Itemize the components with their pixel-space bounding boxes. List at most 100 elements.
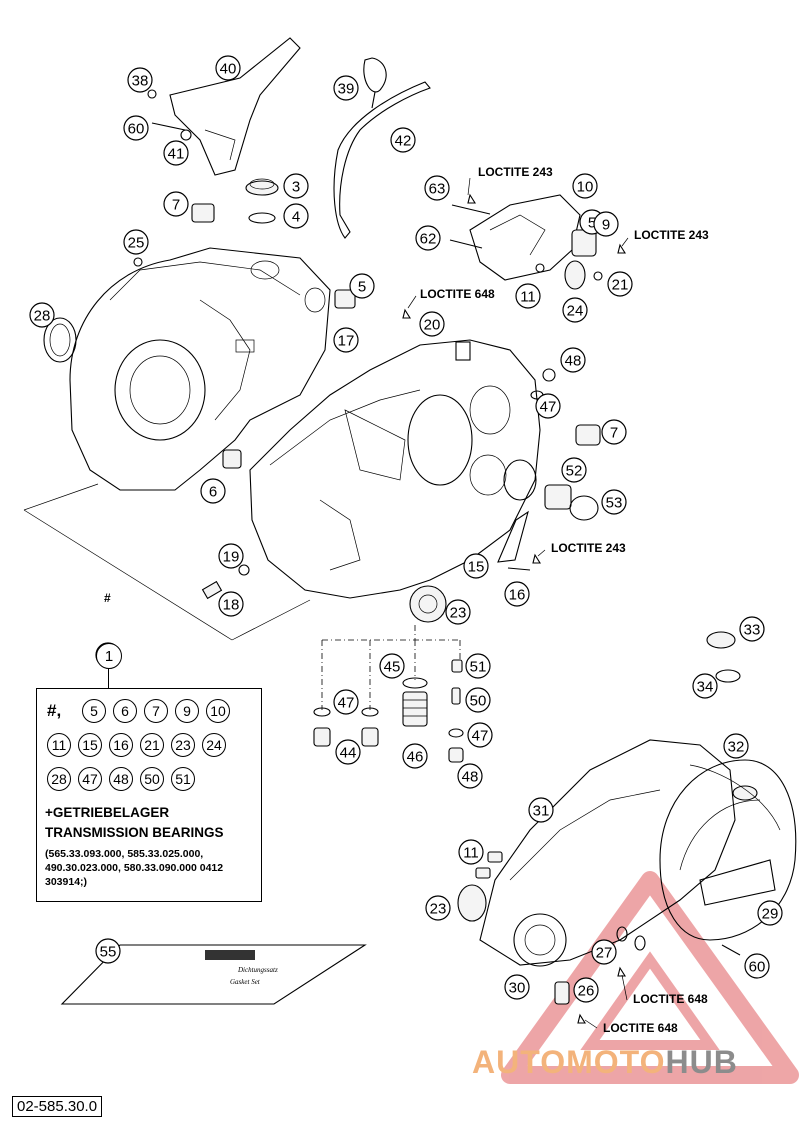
kit-part: 7: [144, 699, 168, 723]
callout-24: 24: [562, 297, 588, 323]
callout-30: 30: [504, 974, 530, 1000]
svg-text:55: 55: [100, 944, 117, 961]
svg-text:34: 34: [697, 679, 714, 696]
callout-41: 41: [163, 140, 189, 166]
callout-63: 63: [424, 175, 450, 201]
svg-text:4: 4: [292, 209, 300, 226]
callout-bubbles: 1345567791011111516171819202123232425262…: [29, 55, 783, 1003]
loctite-label: LOCTITE 648: [603, 1021, 678, 1035]
svg-text:48: 48: [462, 769, 479, 786]
kit-part: 9: [175, 699, 199, 723]
svg-text:47: 47: [540, 399, 557, 416]
svg-text:53: 53: [606, 495, 623, 512]
svg-text:29: 29: [762, 906, 779, 923]
loctite-label: LOCTITE 648: [633, 992, 708, 1006]
callout-6: 6: [200, 478, 226, 504]
kit-part: 48: [109, 767, 133, 791]
svg-text:7: 7: [172, 197, 180, 214]
gasket-set-55: Dichtungssatz Gasket Set: [60, 944, 367, 1005]
document-number: 02-585.30.0: [12, 1096, 103, 1117]
callout-34: 34: [692, 673, 718, 699]
callout-4: 4: [283, 203, 309, 229]
callout-55: 55: [95, 938, 121, 964]
callout-18: 18: [218, 591, 244, 617]
watermark-text: AUTOMOTOHUB: [472, 1044, 738, 1081]
bottom-right-small-parts: [457, 851, 741, 1024]
callout-40: 40: [215, 55, 241, 81]
kit-part: 28: [47, 767, 71, 791]
svg-text:25: 25: [128, 235, 145, 252]
svg-text:16: 16: [509, 587, 526, 604]
bushing-5: [334, 289, 356, 309]
callout-1-label: 1: [104, 647, 114, 665]
svg-text:62: 62: [420, 231, 437, 248]
svg-text:45: 45: [384, 659, 401, 676]
callout-15: 15: [463, 553, 489, 579]
callout-47: 47: [535, 393, 561, 419]
callout-3: 3: [283, 173, 309, 199]
callout-11: 11: [458, 839, 484, 865]
svg-text:23: 23: [430, 901, 447, 918]
svg-text:24: 24: [567, 303, 584, 320]
callout-23: 23: [445, 599, 471, 625]
svg-text:5: 5: [588, 215, 596, 232]
svg-text:33: 33: [744, 622, 761, 639]
svg-text:51: 51: [470, 659, 487, 676]
callout-48: 48: [457, 763, 483, 789]
callout-33: 33: [739, 616, 765, 642]
bushing-6: [222, 449, 242, 469]
kit-part: 5: [82, 699, 106, 723]
kit-part: 10: [206, 699, 230, 723]
callout-20: 20: [419, 311, 445, 337]
callout-50: 50: [465, 687, 491, 713]
svg-text:17: 17: [338, 333, 355, 350]
loctite-label: LOCTITE 243: [634, 228, 709, 242]
watermark-part-a: AUTOMOTO: [472, 1044, 666, 1080]
svg-text:52: 52: [566, 463, 583, 480]
kit-row-2: 11 15 16 21 23 24: [47, 733, 226, 757]
callout-44: 44: [335, 739, 361, 765]
gasket-set-label-1: Dichtungssatz: [237, 966, 278, 974]
svg-text:11: 11: [463, 845, 479, 862]
callout-28: 28: [29, 302, 55, 328]
oil-plug-33: [706, 631, 741, 683]
callout-16: 16: [504, 581, 530, 607]
callout-31: 31: [528, 797, 554, 823]
svg-text:60: 60: [128, 121, 145, 138]
right-crankcase-half: [249, 339, 541, 599]
kit-heading-de: +GETRIEBELAGER: [45, 805, 170, 820]
callout-62: 62: [415, 225, 441, 251]
callout-27: 27: [591, 939, 617, 965]
svg-text:44: 44: [340, 745, 357, 762]
svg-text:50: 50: [470, 693, 487, 710]
svg-text:42: 42: [395, 133, 412, 150]
kit-part: 24: [202, 733, 226, 757]
callout-60: 60: [744, 953, 770, 979]
svg-text:10: 10: [577, 179, 594, 196]
svg-text:47: 47: [472, 728, 489, 745]
callout-48: 48: [560, 347, 586, 373]
svg-text:26: 26: [578, 983, 595, 1000]
svg-text:30: 30: [509, 980, 526, 997]
callout-9: 9: [593, 211, 619, 237]
kit-part: 11: [47, 733, 71, 757]
svg-text:9: 9: [602, 217, 610, 234]
kit-reference-numbers: (565.33.093.000, 585.33.025.000, 490.30.…: [45, 848, 224, 888]
bushing-7-top: [191, 203, 215, 223]
svg-text:32: 32: [728, 739, 745, 756]
clutch-housing-cover-assembly: [402, 193, 626, 319]
kit-part: 51: [171, 767, 195, 791]
callout-32: 32: [723, 733, 749, 759]
kit-part: 50: [140, 767, 164, 791]
chain-guide: [333, 57, 431, 239]
top-bracket-assembly: [147, 37, 301, 176]
kit-part: 15: [78, 733, 102, 757]
kit-part: 16: [109, 733, 133, 757]
oil-strainer-group: [313, 585, 464, 763]
hash-symbol: #: [104, 591, 111, 605]
svg-text:27: 27: [596, 945, 613, 962]
callout-7: 7: [163, 191, 189, 217]
callout-47: 47: [467, 722, 493, 748]
kit-contents-box: #, 5 6 7 9 10 11 15 16 21 23 24 28 47 48…: [36, 688, 262, 902]
